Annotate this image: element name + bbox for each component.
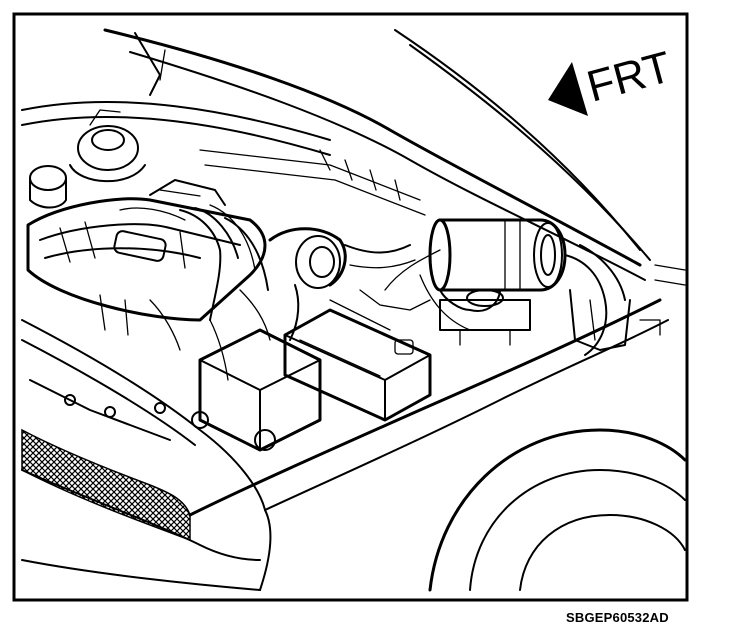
front-wheel-arch [428, 428, 687, 592]
engine-valve-cover [26, 179, 267, 322]
battery [283, 308, 432, 422]
raised-hood [103, 28, 651, 281]
cowl-panel [21, 100, 426, 216]
air-cleaner-housing [428, 218, 567, 292]
front-fender [21, 298, 669, 591]
fuse-box [198, 328, 322, 452]
strut-tower [69, 109, 146, 183]
front-direction-arrow-icon [548, 62, 588, 116]
front-grille [21, 428, 261, 561]
spark-plug-wires [179, 204, 269, 321]
figure-frame [12, 12, 689, 602]
engine-bay-detail-lines [99, 249, 686, 381]
direction-label: FRT [582, 42, 677, 111]
front-direction-marker: FRT [548, 42, 676, 116]
figure-code: SBGEP60532AD [566, 610, 669, 625]
air-intake-duct [268, 227, 416, 341]
reservoir-cap [29, 165, 67, 209]
brake-master-cylinder [439, 289, 531, 346]
